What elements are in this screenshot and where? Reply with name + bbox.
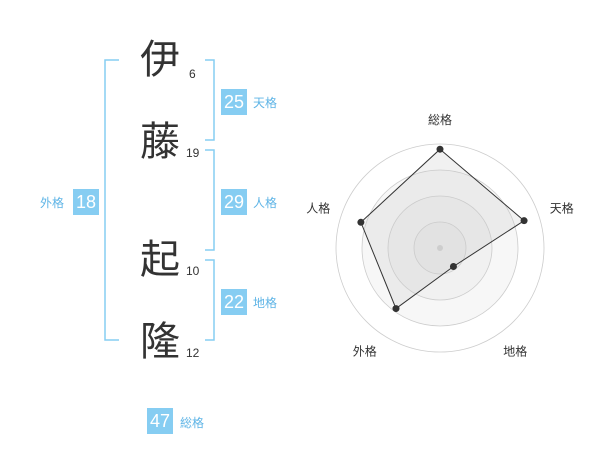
radar-axis-label-1: 総格 xyxy=(428,112,452,127)
chikaku-label: 地格 xyxy=(253,296,278,310)
jinkaku-value: 29 xyxy=(221,189,247,215)
jinkaku-label: 人格 xyxy=(253,196,278,210)
name-char-1: 伊 xyxy=(140,37,180,83)
grouping-brackets xyxy=(104,59,215,341)
radar-axis-label-5: 人格 xyxy=(306,200,330,215)
name-char-2: 藤 xyxy=(140,119,180,165)
stroke-count-2: 19 xyxy=(186,146,200,160)
radar-axis-label-3: 地格 xyxy=(503,344,527,359)
radar-point-5 xyxy=(357,218,365,226)
radar-point-3 xyxy=(449,263,457,271)
tenkaku-label: 天格 xyxy=(253,96,278,110)
radar-point-1 xyxy=(436,145,444,153)
gaikaku-bracket xyxy=(104,59,119,341)
chikaku-bracket xyxy=(205,259,215,341)
radar-series-polygon xyxy=(360,148,525,310)
tenkaku-value: 25 xyxy=(221,89,247,115)
stroke-count-3: 10 xyxy=(186,264,200,278)
soukaku-value: 47 xyxy=(147,408,173,434)
gaikaku-label: 外格 xyxy=(40,196,65,210)
radar-point-4 xyxy=(392,305,400,313)
gaikaku-value: 18 xyxy=(73,189,99,215)
jinkaku-bracket xyxy=(205,149,215,251)
radar-center-dot xyxy=(437,245,443,251)
stroke-count-4: 12 xyxy=(186,346,200,360)
name-char-4: 隆 xyxy=(140,319,180,365)
stroke-count-1: 6 xyxy=(189,67,196,81)
tenkaku-bracket xyxy=(205,59,215,141)
name-char-3: 起 xyxy=(140,237,180,283)
soukaku-label: 総格 xyxy=(180,416,205,430)
chikaku-value: 22 xyxy=(221,289,247,315)
radar-axis-label-4: 外格 xyxy=(353,344,377,359)
radar-point-2 xyxy=(520,217,528,225)
radar-axis-label-2: 天格 xyxy=(550,200,574,215)
